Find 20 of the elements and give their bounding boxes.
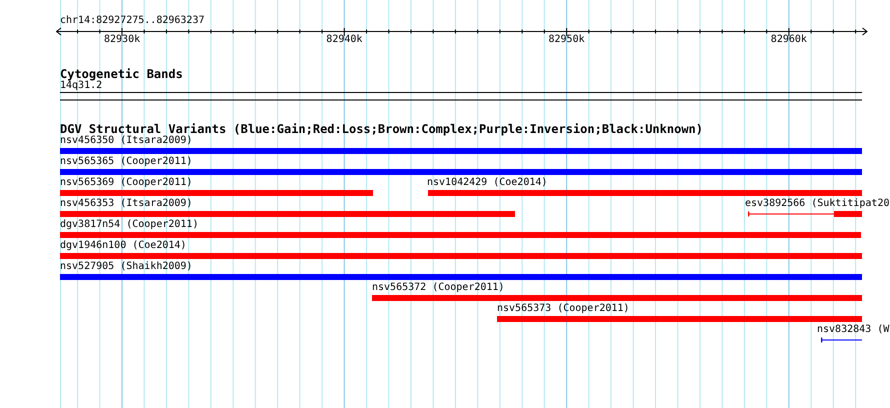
feature-label: nsv456350 (Itsara2009): [60, 134, 192, 146]
feature-label: nsv1042429 (Coe2014): [427, 176, 548, 188]
feature-label: nsv565373 (Cooper2011): [497, 302, 630, 314]
track-title: DGV Structural Variants (Blue:Gain;Red:Loss;Brown:Complex;Purple:Inversion;Black:Unknown): [60, 122, 703, 136]
feature-label: nsv832843 (W: [817, 324, 890, 336]
feature-label: esv3892566 (Suktitipat20: [745, 198, 890, 210]
feature-label: nsv527905 (Shaikh2009): [60, 260, 192, 272]
feature-label: nsv456353 (Itsara2009): [60, 198, 192, 210]
feature-label: nsv565365 (Cooper2011): [60, 156, 192, 168]
feature-label: dgv1946n100 (Coe2014): [60, 240, 186, 252]
tick-label: 82960k: [770, 34, 807, 46]
feature-label: dgv3817n54 (Cooper2011): [60, 218, 198, 230]
track-title: Cytogenetic Bands: [60, 66, 183, 81]
band-label: 14q31.2: [60, 80, 102, 92]
feature-label: nsv565369 (Cooper2011): [60, 176, 192, 188]
feature-label: nsv565372 (Cooper2011): [372, 282, 504, 294]
tick-label: 82930k: [104, 34, 140, 46]
tick-label: 82940k: [326, 34, 362, 46]
location-label: chr14:82927275..82963237: [60, 14, 204, 27]
tick-label: 82950k: [548, 34, 585, 46]
